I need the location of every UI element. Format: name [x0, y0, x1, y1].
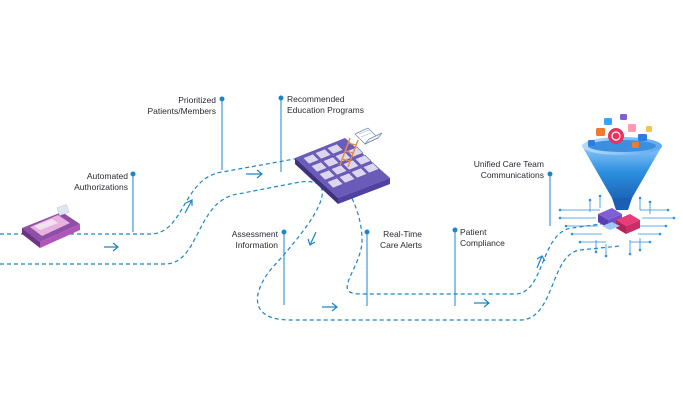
upper-flow-path [0, 156, 616, 295]
communication-icons [588, 114, 652, 148]
funnel-icon [582, 114, 662, 210]
label-unified-care-team: Unified Care Team Communications [473, 159, 544, 180]
arrow-right-4 [474, 298, 490, 308]
tablet-education-icon [295, 127, 390, 204]
arrow-right-2 [246, 169, 263, 179]
arrow-up-1 [184, 199, 193, 214]
arrow-right-1 [104, 242, 119, 252]
card-reader-icon [22, 204, 80, 248]
label-patient-compliance: Patient Compliance [460, 227, 505, 248]
label-assessment-information: Assessment Information [231, 229, 278, 250]
label-recommended-education: Recommended Education Programs [287, 94, 365, 115]
leader-lines [130, 95, 553, 306]
arrow-down-1 [307, 231, 317, 246]
lower-flow-path [0, 181, 621, 321]
book-icon [354, 127, 383, 145]
flow-arrows [104, 169, 546, 312]
ladder-icon [339, 137, 359, 168]
data-cubes [598, 208, 640, 234]
label-automated-authorizations: Automated Authorizations [74, 171, 128, 192]
label-real-time-alerts: Real-Time Care Alerts [379, 229, 422, 250]
circuit-board-icon [558, 194, 676, 258]
arrow-up-2 [536, 255, 546, 269]
label-prioritized-patients: Prioritized Patients/Members [147, 95, 217, 116]
arrow-right-3 [322, 302, 338, 312]
